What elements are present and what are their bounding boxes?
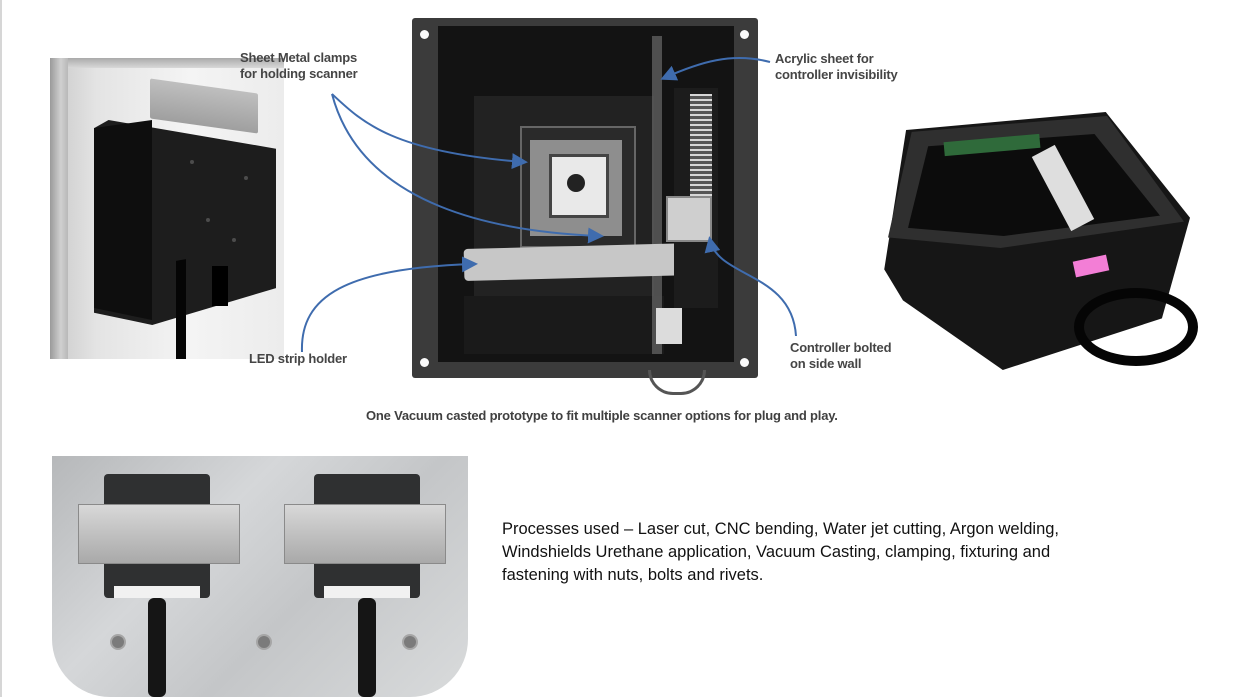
led-strip-holder bbox=[463, 242, 695, 282]
enclosure-bolt bbox=[206, 218, 210, 222]
prototype-caption: One Vacuum casted prototype to fit multi… bbox=[366, 408, 838, 423]
mounting-hole bbox=[740, 30, 749, 39]
mounting-hole bbox=[740, 358, 749, 367]
controller-connector bbox=[666, 196, 712, 242]
controller-callout-line-1: Controller bolted bbox=[790, 340, 892, 355]
processes-line-3: fastening with nuts, bolts and rivets. bbox=[502, 566, 764, 584]
mounting-stud bbox=[256, 634, 272, 650]
controller-callout-line-2: on side wall bbox=[790, 356, 862, 371]
clamp-right bbox=[284, 504, 446, 564]
acrylic-sheet bbox=[652, 36, 662, 354]
controller-callout: Controller bolted on side wall bbox=[790, 340, 892, 372]
open-enclosure-photo bbox=[412, 18, 758, 395]
enclosure-bolt bbox=[232, 238, 236, 242]
processes-line-2: Windshields Urethane application, Vacuum… bbox=[502, 543, 1051, 561]
cable-right bbox=[358, 598, 376, 697]
cable-loop bbox=[648, 370, 706, 395]
acrylic-callout: Acrylic sheet for controller invisibilit… bbox=[775, 51, 898, 83]
scanner-lens bbox=[567, 174, 585, 192]
mounting-hole bbox=[420, 30, 429, 39]
coiled-cable bbox=[1074, 288, 1198, 366]
plate-top-bar bbox=[50, 58, 284, 68]
enclosure-bolt bbox=[244, 176, 248, 180]
clamps-callout-line-1: Sheet Metal clamps bbox=[240, 50, 358, 65]
black-tub-enclosure-photo bbox=[878, 112, 1198, 370]
cable-left bbox=[148, 598, 166, 697]
acrylic-callout-line-2: controller invisibility bbox=[775, 67, 898, 82]
enclosure-slot bbox=[176, 259, 186, 359]
led-strip-callout-line-1: LED strip holder bbox=[249, 351, 347, 366]
clamps-callout: Sheet Metal clamps for holding scanner bbox=[240, 50, 358, 82]
cable-plug bbox=[656, 308, 682, 344]
led-strip-callout: LED strip holder bbox=[249, 351, 347, 367]
enclosure-bolt bbox=[190, 160, 194, 164]
left-border-rule bbox=[0, 0, 2, 697]
enclosure-window bbox=[212, 266, 228, 306]
scanner-enclosure bbox=[94, 120, 276, 359]
acrylic-callout-line-1: Acrylic sheet for bbox=[775, 51, 874, 66]
clamp-left bbox=[78, 504, 240, 564]
barcode-label bbox=[324, 586, 410, 598]
plate-edge bbox=[50, 58, 68, 359]
mounting-stud bbox=[110, 634, 126, 650]
processes-paragraph: Processes used – Laser cut, CNC bending,… bbox=[502, 518, 1182, 587]
enclosure-floor bbox=[464, 296, 664, 354]
controller-header-pins bbox=[690, 94, 712, 204]
enclosure-side-face bbox=[94, 120, 152, 320]
wall-mounted-scanner-box-photo bbox=[50, 58, 284, 359]
processes-line-1: Processes used – Laser cut, CNC bending,… bbox=[502, 520, 1060, 538]
clamps-callout-line-2: for holding scanner bbox=[240, 66, 358, 81]
barcode-label bbox=[114, 586, 200, 598]
plate-with-two-scanners-photo bbox=[52, 456, 468, 697]
mounting-hole bbox=[420, 358, 429, 367]
mounting-stud bbox=[402, 634, 418, 650]
